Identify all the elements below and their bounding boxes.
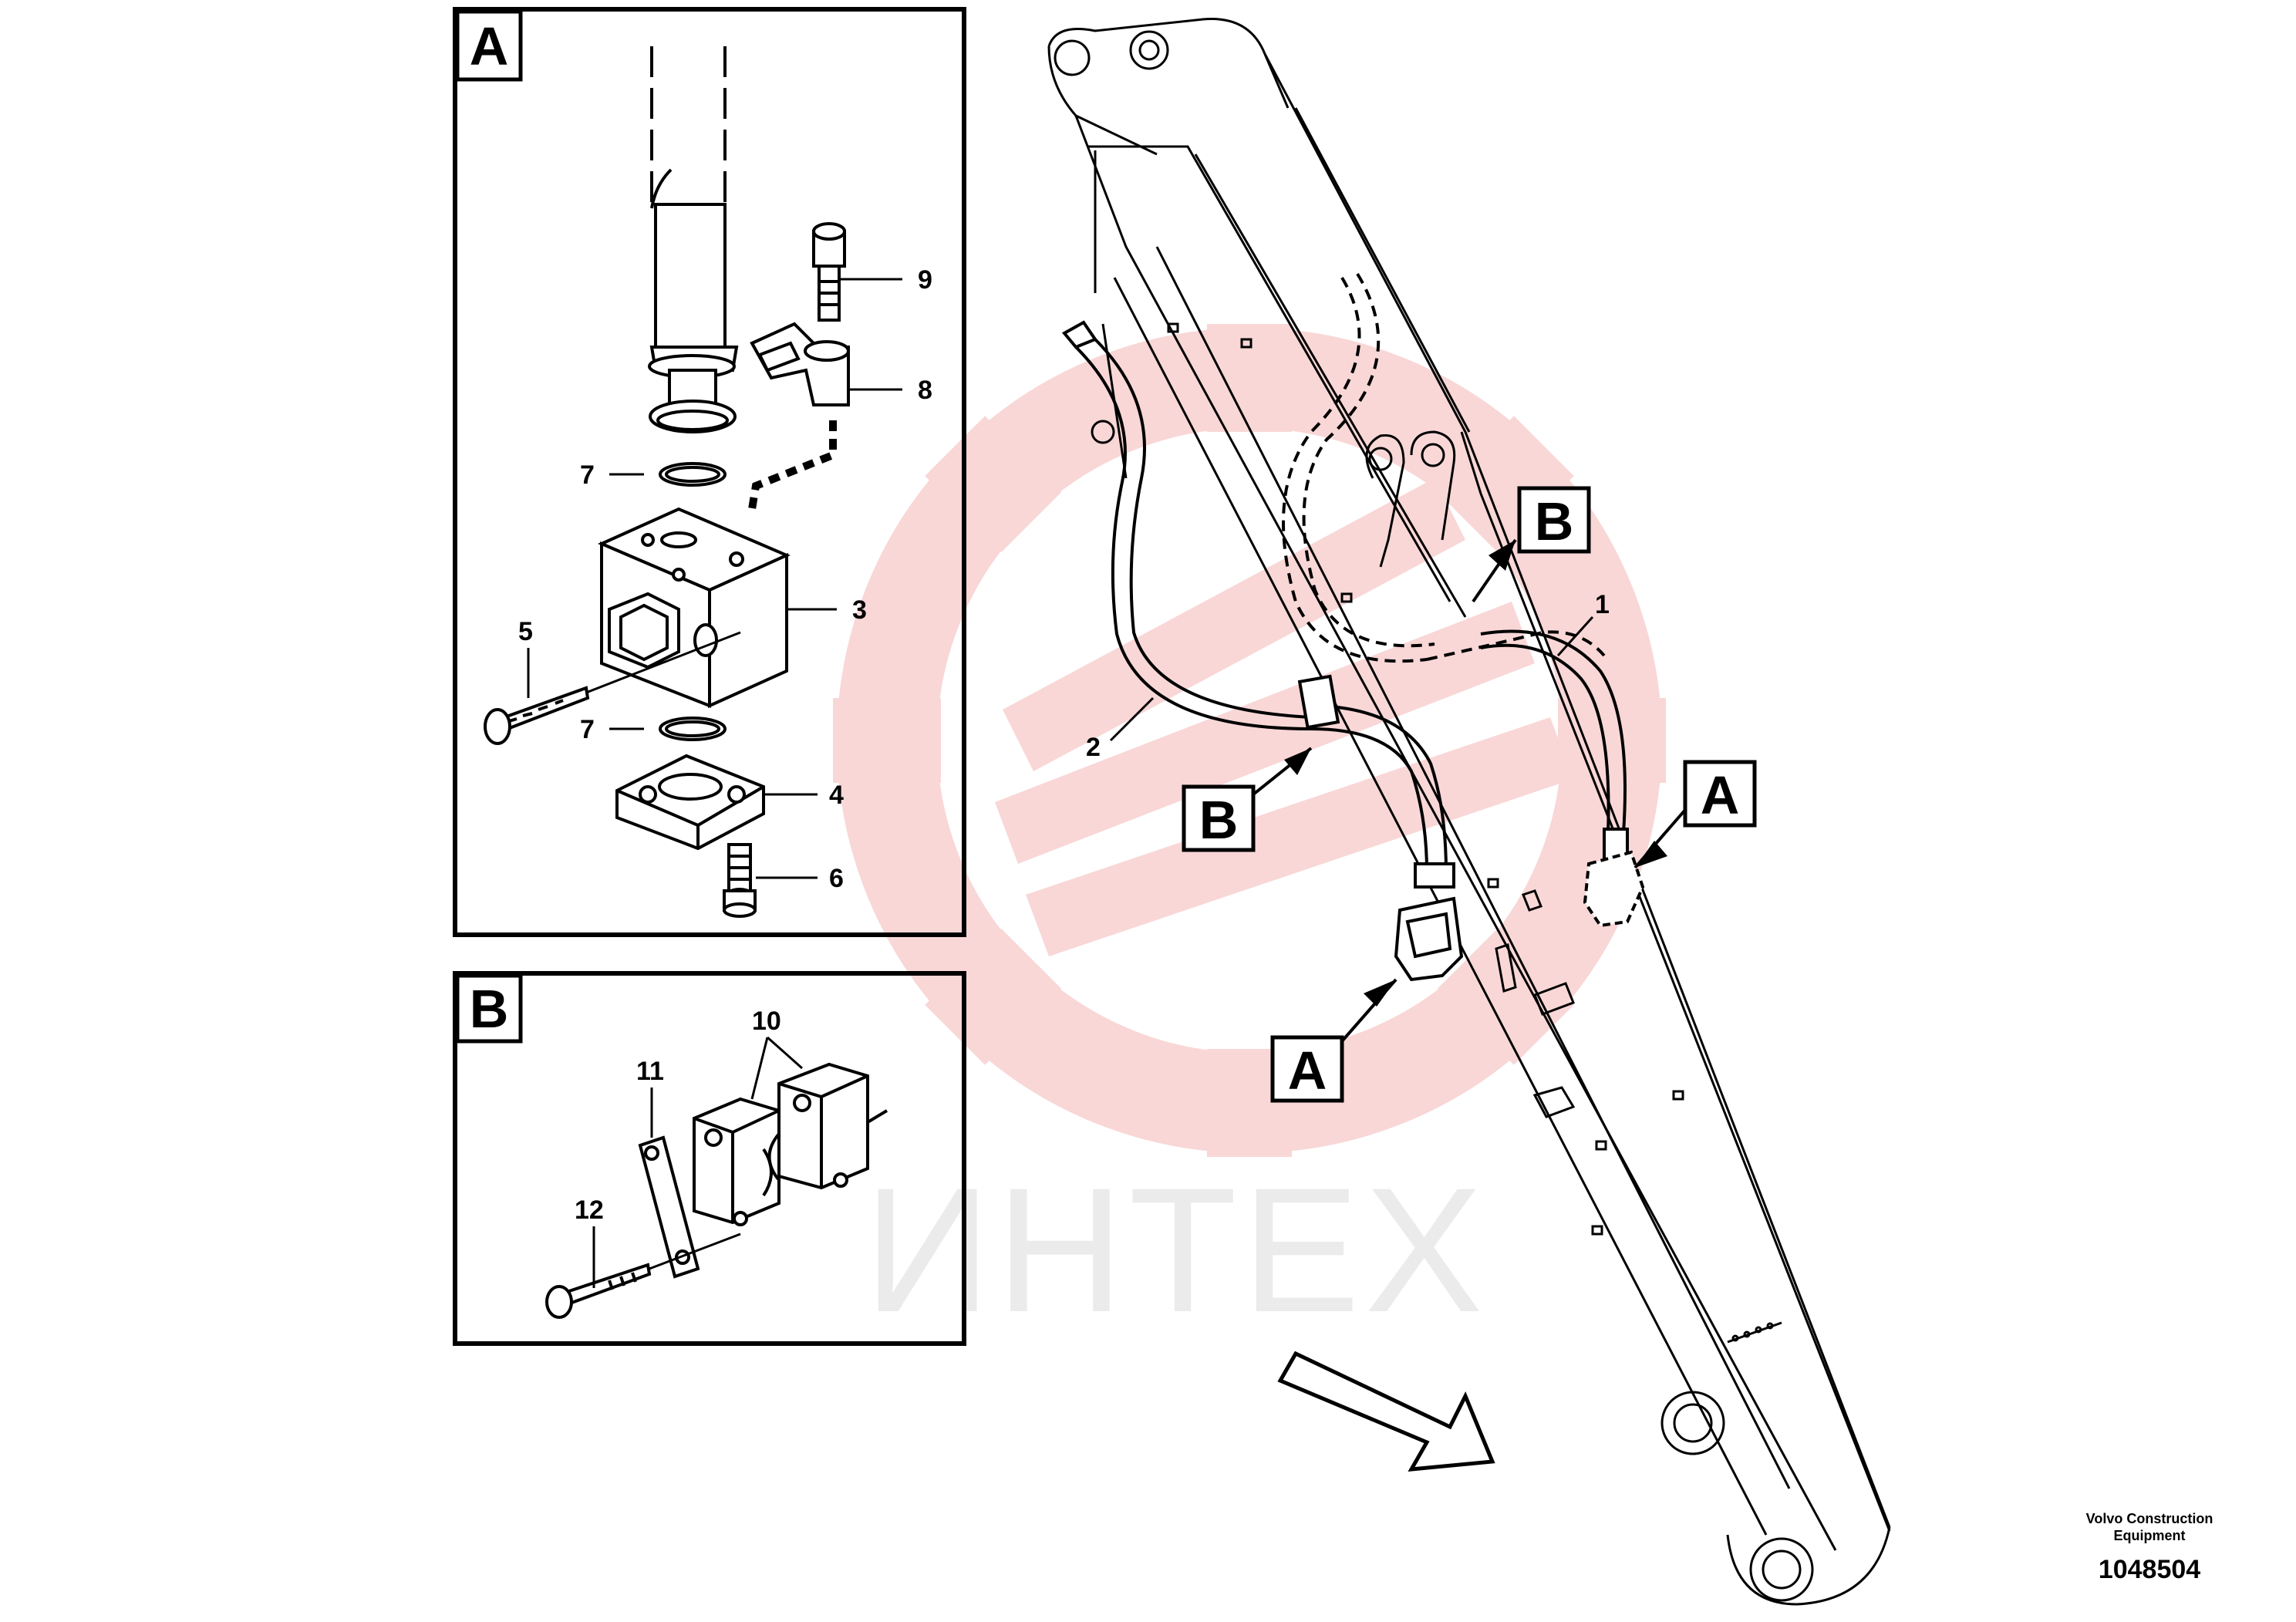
detail-a: A: [453, 7, 966, 937]
callout-5: 5: [518, 617, 533, 646]
detail-a-leaders: [527, 278, 902, 879]
callout-7-upper: 7: [580, 460, 595, 490]
svg-text:B: B: [1535, 491, 1574, 551]
watermark-text: ИНТЕХ: [864, 1151, 1488, 1349]
clamp-half-left: [693, 1097, 781, 1226]
callout-6: 6: [829, 864, 844, 893]
gear-icon: [833, 324, 1666, 1157]
callout-11: 11: [636, 1057, 664, 1086]
callout-12: 12: [575, 1195, 604, 1225]
flange: [615, 754, 765, 851]
screw-9: [812, 222, 846, 322]
callout-4: 4: [829, 781, 844, 810]
callout-9: 9: [918, 265, 932, 295]
hose: [648, 46, 739, 433]
detail-a-tag: [455, 9, 523, 82]
watermark-logo: ИНТЕХ: [833, 324, 1666, 1349]
hose-2: [1061, 320, 1464, 982]
callout-2: 2: [1086, 733, 1101, 762]
plate-11: [638, 1135, 700, 1279]
bolt-5: [484, 631, 741, 745]
o-ring-lower: [659, 717, 727, 741]
detail-b-letter: B: [470, 979, 509, 1039]
detail-b: B: [453, 971, 966, 1346]
callout-7-lower: 7: [580, 715, 595, 744]
valve-block: [598, 507, 791, 709]
svg-text:A: A: [1288, 1040, 1327, 1101]
callout-8: 8: [918, 376, 932, 405]
brand-block: Volvo Construction Equipment 1048504: [2072, 1510, 2227, 1585]
detail-b-leaders: [592, 1036, 803, 1288]
hose-1: [1480, 629, 1645, 928]
marker-a-lower: A: [1270, 978, 1397, 1103]
clamp-half-right: [767, 1062, 888, 1190]
marker-a-upper: A: [1633, 760, 1757, 869]
callout-10: 10: [752, 1007, 781, 1036]
clamp-8: [748, 322, 850, 510]
o-ring-upper: [659, 462, 727, 487]
boom: [1047, 18, 1891, 1606]
detail-b-tag: [455, 973, 523, 1044]
callout-3: 3: [852, 595, 867, 625]
svg-text:A: A: [1701, 765, 1740, 825]
bolt-12: [545, 1233, 741, 1319]
detail-a-frame: [453, 7, 966, 937]
direction-arrow-icon: [1277, 1351, 1495, 1472]
marker-b-upper: B: [1472, 486, 1591, 603]
marker-b-lower: B: [1182, 747, 1313, 852]
svg-text:B: B: [1199, 790, 1239, 850]
document-number: 1048504: [2098, 1555, 2201, 1584]
boom-leaders: [1109, 615, 1594, 742]
detail-a-letter: A: [470, 16, 509, 76]
company-name: Volvo Construction Equipment: [2085, 1511, 2213, 1543]
screw-6: [723, 843, 757, 918]
detail-b-frame: [453, 971, 966, 1346]
callout-1: 1: [1595, 590, 1610, 619]
